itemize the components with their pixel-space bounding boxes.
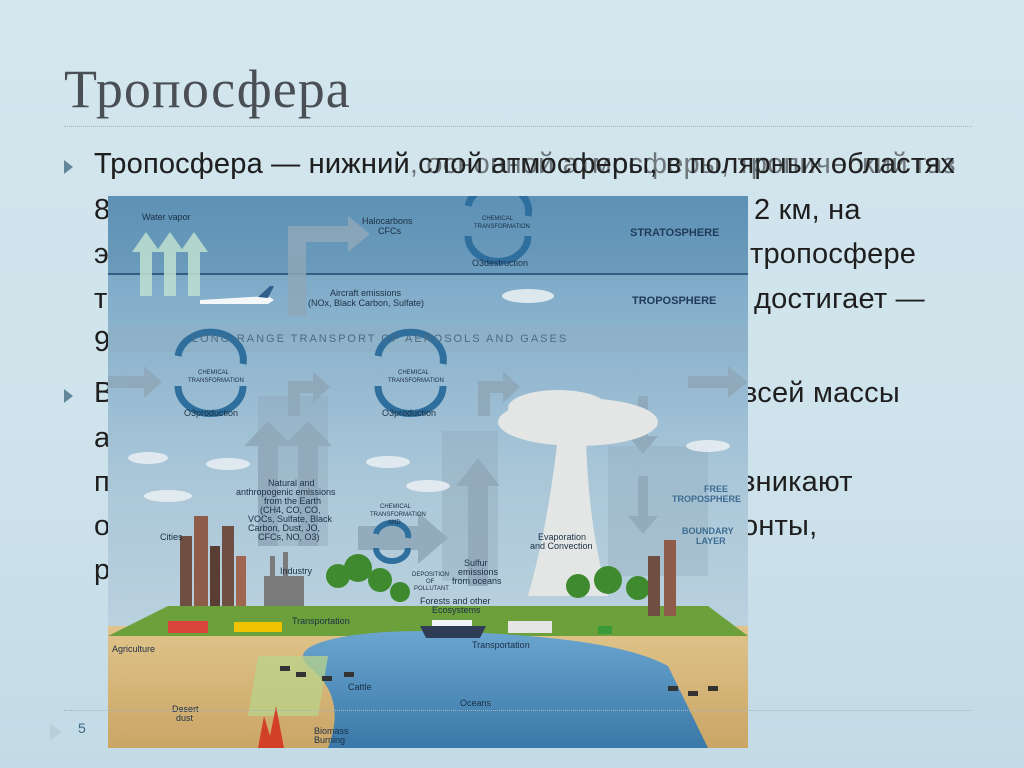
label-stratosphere: STRATOSPHERE: [630, 227, 719, 239]
bullet-2-left-2: а: [94, 422, 111, 454]
label-water-vapor: Water vapor: [142, 212, 191, 222]
label-free-2: TROPOSPHERE: [672, 494, 741, 504]
label-forests-2: Ecosystems: [432, 605, 481, 615]
bullet-1-right-3: тропосфере: [750, 238, 917, 270]
label-chem-and-2: TRANSFORMATION: [370, 512, 426, 518]
slide-title: Тропосфера: [64, 59, 351, 119]
label-o3-destruction: O3destruction: [472, 258, 528, 268]
label-o3-production-1: O3production: [184, 408, 238, 418]
slide-number: 5: [78, 720, 86, 736]
label-deposition-2: OF: [426, 579, 435, 585]
label-sulfur-3: from oceans: [452, 576, 502, 586]
industry-buildings: [264, 552, 304, 606]
label-chem-2a: CHEMICAL: [198, 370, 230, 376]
label-chem-and-3: AND: [388, 520, 401, 526]
bullet-2-left-3: п: [94, 466, 110, 498]
label-natural-1: Natural and: [268, 478, 315, 488]
atmosphere-diagram: Water vapor Halocarbons CFCs CHEMICAL TR…: [108, 196, 748, 748]
bullet-marker-1: [64, 160, 73, 174]
bullet-1-right-4: достигает —: [754, 283, 925, 315]
bullet-1-left-4: т: [94, 283, 108, 315]
label-biomass-1: Biomass: [314, 726, 349, 736]
label-natural-2: anthropogenic emissions: [236, 487, 336, 497]
chemical-cycle-1: [464, 196, 533, 265]
label-deposition-1: DEPOSITION: [412, 572, 449, 578]
label-transportation-1: Transportation: [292, 616, 350, 626]
label-troposphere: TROPOSPHERE: [632, 295, 716, 307]
label-agriculture: Agriculture: [112, 644, 155, 654]
vehicles: [168, 621, 612, 634]
label-chem-3a: CHEMICAL: [398, 370, 430, 376]
airplane-icon: [200, 286, 274, 304]
chemical-cycle-3: [374, 328, 447, 417]
label-aircraft-1: Aircraft emissions: [330, 288, 402, 298]
bullet-2-left-4: о: [94, 510, 111, 542]
label-desert-2: dust: [176, 713, 194, 723]
stratosphere-band: [108, 196, 748, 274]
label-boundary-2: LAYER: [696, 536, 726, 546]
chemical-cycle-4: [373, 519, 412, 564]
cattle-icons: [280, 666, 718, 696]
bullet-1-left-5: 9: [94, 326, 111, 358]
label-natural-6: Carbon, Dust, JO,: [248, 523, 320, 533]
label-cattle: Cattle: [348, 682, 372, 692]
label-boundary-1: BOUNDARY: [682, 526, 734, 536]
ocean-area: [303, 631, 708, 748]
bullet-1-line-1: Тропосфера — нижний слой атмосферы, в по…: [94, 148, 955, 180]
chemical-cycle-2: [174, 328, 247, 417]
atmosphere-diagram-svg: Water vapor Halocarbons CFCs CHEMICAL TR…: [108, 196, 748, 748]
label-free-1: FREE: [704, 484, 728, 494]
biomass-fire: [258, 706, 284, 748]
label-oceans: Oceans: [460, 698, 492, 708]
label-evaporation-2: and Convection: [530, 541, 593, 551]
label-chem-2b: TRANSFORMATION: [188, 378, 244, 384]
label-chem-and-1: CHEMICAL: [380, 504, 412, 510]
label-cities: Cities: [160, 532, 183, 542]
fields: [248, 656, 328, 716]
bullet-2-right-1: всей массы: [742, 377, 900, 409]
bullet-1-overlap: Тропосфера — нижний, основной атмосферы,…: [94, 148, 956, 180]
label-chem-1a: CHEMICAL: [482, 216, 514, 222]
bullet-1-left-3: э: [94, 238, 109, 270]
bullet-marker-2: [64, 389, 73, 403]
label-evaporation-1: Evaporation: [538, 532, 586, 542]
title-divider: [64, 126, 972, 127]
label-o3-production-2: O3production: [382, 408, 436, 418]
label-natural-4: (CH4, CO, CO,: [260, 505, 321, 515]
label-forests-1: Forests and other: [420, 596, 491, 606]
city-buildings: [180, 516, 246, 606]
water-vapor-arrows: [132, 232, 208, 296]
label-cfcs: CFCs: [378, 226, 401, 236]
label-halocarbons: Halocarbons: [362, 216, 413, 226]
transport-arrows: [108, 216, 748, 586]
label-transportation-2: Transportation: [472, 640, 530, 650]
convection-cloud: [498, 390, 658, 596]
bullet-1-right-2: 2 км, на: [754, 194, 861, 226]
label-long-range: LONG-RANGE TRANSPORT OF AEROSOLS AND GAS…: [192, 333, 568, 345]
right-city-buildings: [648, 540, 676, 616]
label-sulfur-1: Sulfur: [464, 558, 488, 568]
bullet-2-right-2: зникают: [742, 466, 853, 498]
label-sulfur-2: emissions: [458, 567, 499, 577]
bullet-1-left-2: 8: [94, 194, 111, 226]
bullet-2-left-5: р: [94, 554, 111, 586]
ship-icon: [420, 620, 486, 638]
label-aircraft-2: (NOx, Black Carbon, Sulfate): [308, 298, 424, 308]
label-industry: Industry: [280, 566, 313, 576]
label-natural-3: from the Earth: [264, 496, 321, 506]
footer-divider: [64, 710, 972, 711]
label-chem-1b: TRANSFORMATION: [474, 224, 530, 230]
label-natural-5: VOCs, Sulfate, Black: [248, 514, 333, 524]
label-desert-1: Desert: [172, 704, 199, 714]
corner-triangle-icon: [50, 724, 62, 740]
trees: [326, 554, 650, 602]
label-natural-7: CFCs, NO, O3): [258, 532, 320, 542]
bullet-2-right-3: онты,: [742, 510, 818, 542]
label-deposition-3: POLLUTANT: [414, 586, 449, 592]
label-chem-3b: TRANSFORMATION: [388, 378, 444, 384]
label-biomass-2: Burning: [314, 735, 345, 745]
